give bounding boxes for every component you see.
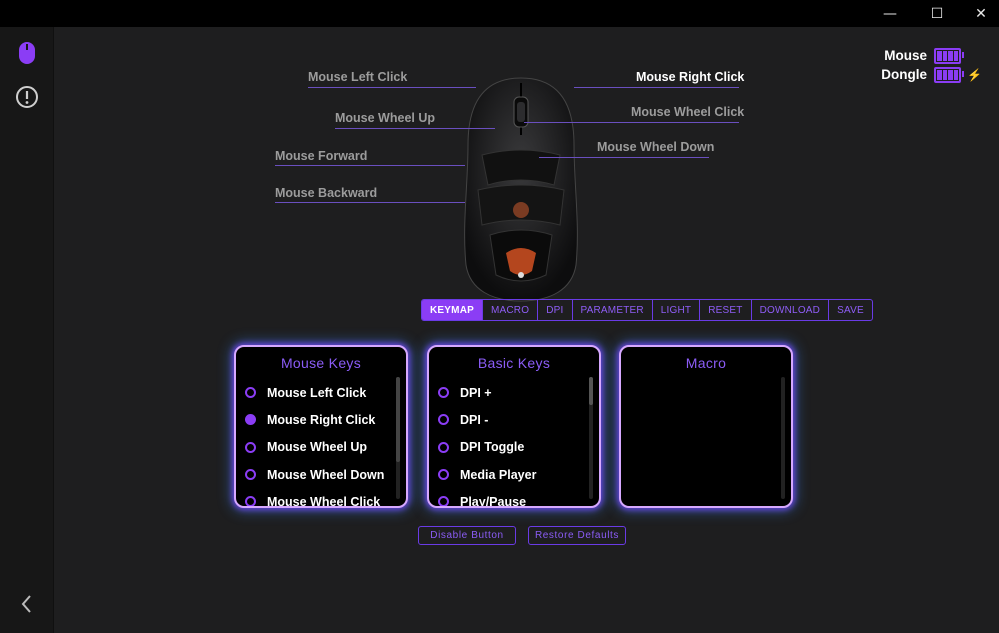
tab-light[interactable]: LIGHT <box>651 300 699 320</box>
mouse-battery-label: Mouse <box>884 48 927 63</box>
list-item[interactable]: Mouse Right Click <box>236 406 394 433</box>
maximize-button[interactable]: ☐ <box>915 0 959 27</box>
battery-icon <box>934 47 964 64</box>
callout-wheel-click[interactable]: Mouse Wheel Click <box>631 105 745 119</box>
sidebar <box>0 27 54 633</box>
minimize-icon: — <box>883 5 897 22</box>
list-item[interactable]: DPI + <box>429 379 587 406</box>
list-item[interactable]: Play/Pause <box>429 488 587 508</box>
item-label: Mouse Wheel Up <box>267 440 368 455</box>
tab-keymap[interactable]: KEYMAP <box>422 300 482 320</box>
title-bar: — ☐ ✕ <box>0 0 999 27</box>
close-button[interactable]: ✕ <box>959 0 999 27</box>
item-label: Mouse Wheel Down <box>267 467 385 482</box>
list-item[interactable]: Media Player <box>429 461 587 488</box>
battery-icon <box>934 66 964 83</box>
callout-line <box>335 128 495 129</box>
radio-button[interactable] <box>245 414 256 426</box>
battery-status: Mouse Dongle ⚡ <box>855 46 982 84</box>
callout-right-click[interactable]: Mouse Right Click <box>636 70 745 84</box>
dongle-battery-label: Dongle <box>881 67 927 82</box>
basic-keys-list: DPI + DPI - DPI Toggle Media Player Play… <box>429 379 587 508</box>
callout-left-click[interactable]: Mouse Left Click <box>308 70 408 84</box>
mouse-battery-row: Mouse <box>855 46 975 65</box>
item-label: Play/Pause <box>460 494 527 508</box>
callout-forward[interactable]: Mouse Forward <box>275 149 368 163</box>
tab-parameter[interactable]: PARAMETER <box>571 300 652 320</box>
list-item[interactable]: Mouse Left Click <box>236 379 394 406</box>
mouse-image <box>462 75 580 303</box>
radio-button[interactable] <box>245 469 256 481</box>
restore-defaults-button[interactable]: Restore Defaults <box>528 526 626 545</box>
radio-button[interactable] <box>438 414 449 426</box>
basic-keys-panel: Basic Keys DPI + DPI - DPI Toggle Media … <box>427 345 601 508</box>
minimize-button[interactable]: — <box>868 0 912 27</box>
radio-button[interactable] <box>438 496 449 506</box>
panel-title: Basic Keys <box>477 355 551 371</box>
mouse-keys-panel: Mouse Keys Mouse Left Click Mouse Right … <box>234 345 408 508</box>
close-icon: ✕ <box>975 5 987 22</box>
item-label: DPI - <box>460 412 489 427</box>
mouse-keys-list: Mouse Left Click Mouse Right Click Mouse… <box>236 379 394 508</box>
callout-line <box>275 165 465 166</box>
tab-dpi[interactable]: DPI <box>537 300 571 320</box>
main-content: Mouse Dongle ⚡ <box>54 27 999 633</box>
panel-title: Macro <box>685 355 727 371</box>
callout-line <box>574 87 739 88</box>
radio-button[interactable] <box>245 441 256 453</box>
list-item[interactable]: Mouse Wheel Up <box>236 434 394 461</box>
item-label: DPI Toggle <box>460 440 525 455</box>
item-label: DPI + <box>460 385 492 400</box>
panel-title: Mouse Keys <box>280 355 362 371</box>
callout-line <box>524 122 739 123</box>
radio-button[interactable] <box>438 469 449 481</box>
callout-line <box>275 202 465 203</box>
radio-button[interactable] <box>438 441 449 453</box>
scrollbar[interactable] <box>589 377 593 499</box>
list-item[interactable]: DPI Toggle <box>429 434 587 461</box>
tab-download[interactable]: DOWNLOAD <box>750 300 829 320</box>
item-label: Mouse Left Click <box>267 385 367 400</box>
tab-bar: KEYMAP MACRO DPI PARAMETER LIGHT RESET D… <box>421 299 873 321</box>
callout-wheel-down[interactable]: Mouse Wheel Down <box>597 140 715 154</box>
charging-bolt-icon: ⚡ <box>967 67 982 82</box>
callout-line <box>539 157 709 158</box>
scrollbar[interactable] <box>781 377 785 499</box>
radio-button[interactable] <box>245 387 256 399</box>
radio-button[interactable] <box>245 496 256 506</box>
tab-macro[interactable]: MACRO <box>481 300 537 320</box>
item-label: Mouse Wheel Click <box>267 494 381 508</box>
list-item[interactable]: Mouse Wheel Down <box>236 461 394 488</box>
dongle-battery-row: Dongle ⚡ <box>855 65 982 84</box>
callout-backward[interactable]: Mouse Backward <box>275 186 378 200</box>
macro-panel: Macro <box>619 345 793 508</box>
list-item[interactable]: Mouse Wheel Click <box>236 488 394 508</box>
mouse-icon[interactable] <box>14 40 40 66</box>
list-item[interactable]: DPI - <box>429 406 587 433</box>
callout-wheel-up[interactable]: Mouse Wheel Up <box>335 111 436 125</box>
disable-button[interactable]: Disable Button <box>418 526 516 545</box>
maximize-icon: ☐ <box>930 5 944 22</box>
scrollbar[interactable] <box>396 377 400 499</box>
info-icon[interactable] <box>14 84 40 110</box>
callout-line <box>308 87 476 88</box>
back-chevron-icon[interactable] <box>14 591 40 617</box>
radio-button[interactable] <box>438 387 449 399</box>
tab-reset[interactable]: RESET <box>699 300 750 320</box>
item-label: Media Player <box>460 467 537 482</box>
tab-save[interactable]: SAVE <box>828 300 872 320</box>
item-label: Mouse Right Click <box>267 412 376 427</box>
